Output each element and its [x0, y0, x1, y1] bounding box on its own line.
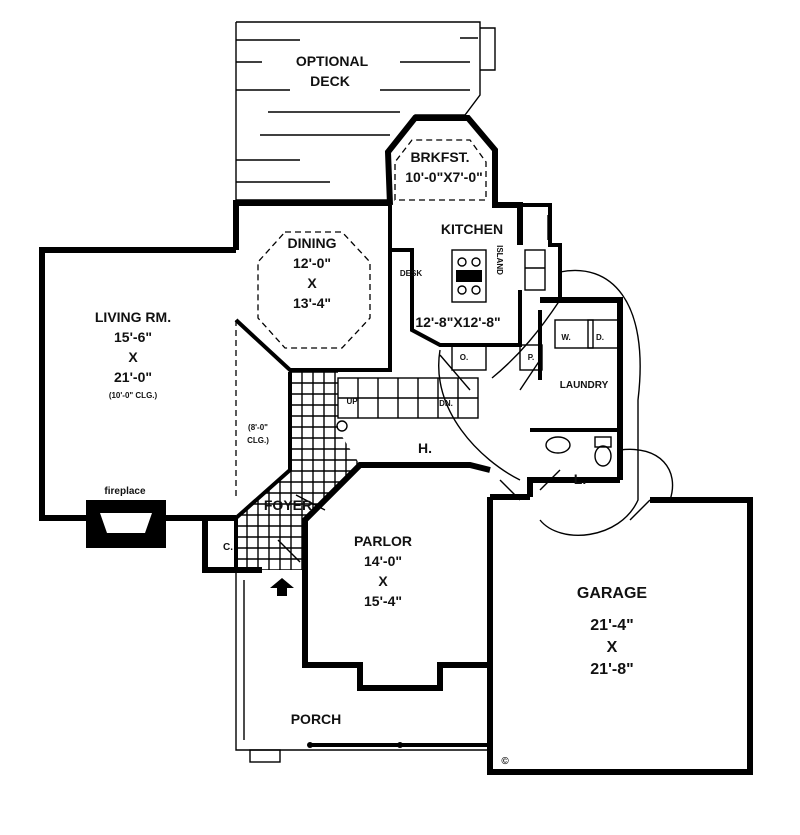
dryer-box	[587, 319, 619, 349]
dining-height: 13'-4"	[293, 295, 331, 311]
ceiling-note-2: CLG.)	[247, 436, 269, 445]
dining-name: DINING	[288, 235, 337, 251]
oven-label: O.	[460, 353, 468, 362]
desk-label: DESK	[400, 269, 422, 278]
porch-label: PORCH	[291, 711, 342, 727]
exterior-walls	[39, 115, 753, 775]
washer-box	[554, 319, 594, 349]
door-swings	[277, 299, 651, 563]
lav-label: L.	[574, 471, 586, 487]
deck-label-1: OPTIONAL	[296, 53, 369, 69]
pantry-label: P.	[528, 353, 535, 362]
breakfast-dims: 10'-0"X7'-0"	[405, 169, 483, 185]
sink	[545, 436, 571, 454]
parlor-width: 14'-0"	[364, 553, 402, 569]
deck-label-2: DECK	[310, 73, 350, 89]
island-cooktop	[451, 249, 487, 303]
garage-width: 21'-4"	[590, 617, 633, 634]
copyright-mark: ©	[501, 756, 509, 767]
curved-wall	[539, 269, 641, 536]
foyer-tiles	[234, 372, 360, 570]
dining-width: 12'-0"	[293, 255, 331, 271]
living-width: 15'-6"	[114, 329, 152, 345]
refrigerator	[524, 249, 546, 291]
washer-label: W.	[561, 333, 570, 342]
dining-x: X	[307, 275, 317, 291]
living-height: 21'-0"	[114, 369, 152, 385]
garage-height: 21'-8"	[590, 661, 633, 678]
parlor-name: PARLOR	[354, 533, 412, 549]
breakfast-name: BRKFST.	[410, 149, 469, 165]
fireplace	[86, 500, 166, 548]
deck-boards	[236, 37, 478, 183]
staircase	[336, 377, 479, 432]
ceiling-note-1: (8'-0"	[248, 423, 268, 432]
living-name: LIVING RM.	[95, 309, 171, 325]
garage-name: GARAGE	[577, 585, 648, 602]
kitchen-interior	[390, 205, 549, 371]
closet-label: C.	[223, 542, 233, 553]
parlor-height: 15'-4"	[364, 593, 402, 609]
island-label: ISLAND	[495, 245, 504, 275]
stairs-down-label: DN.	[439, 399, 453, 408]
oven	[451, 344, 487, 371]
room-labels: OPTIONAL DECK BRKFST. 10'-0"X7'-0" KITCH…	[95, 53, 648, 767]
hall-label: H.	[418, 440, 432, 456]
porch	[235, 570, 490, 763]
fireplace-label: fireplace	[104, 486, 146, 497]
living-ceiling: (10'-0" CLG.)	[109, 391, 158, 400]
living-x: X	[128, 349, 138, 365]
kitchen-name: KITCHEN	[441, 221, 503, 237]
dining-room	[234, 205, 392, 372]
parlor-x: X	[378, 573, 388, 589]
laundry-label: LAUNDRY	[560, 380, 609, 391]
dryer-label: D.	[596, 333, 604, 342]
foyer-label: FOYER	[264, 497, 312, 513]
service-areas	[530, 269, 674, 536]
toilet	[594, 445, 612, 467]
stairs-up-label: UP	[346, 397, 358, 406]
kitchen-dims: 12'-8"X12'-8"	[415, 314, 500, 330]
garage-x: X	[607, 639, 618, 656]
entry-arrow-icon	[270, 578, 294, 596]
breakfast-area	[394, 139, 487, 201]
